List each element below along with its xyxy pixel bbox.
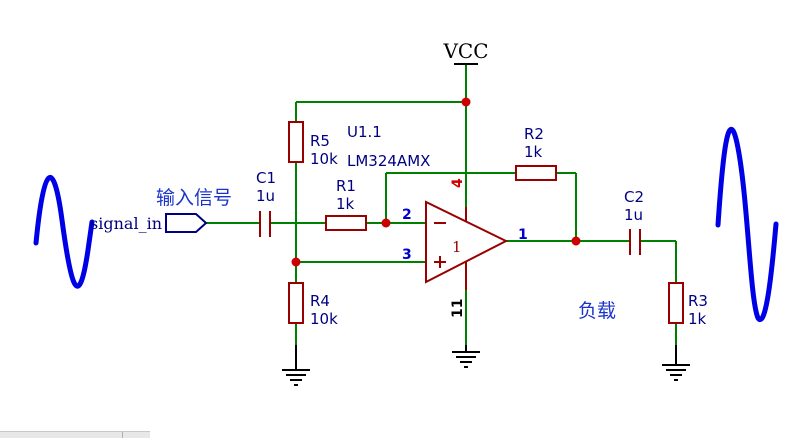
wires xyxy=(206,64,677,345)
junctions xyxy=(291,97,581,267)
input-signal-annotation: 输入信号 xyxy=(156,187,232,209)
r3-value: 1k xyxy=(688,310,707,328)
pin-11-label: 11 xyxy=(450,299,466,318)
capacitor-c2 xyxy=(629,229,641,255)
capacitor-c1 xyxy=(259,211,271,237)
status-strip xyxy=(0,431,150,438)
ground-icon xyxy=(662,345,690,381)
r1-ref: R1 xyxy=(336,177,356,195)
ground-symbols xyxy=(282,345,690,386)
vcc-label: VCC xyxy=(442,39,488,63)
c2-ref: C2 xyxy=(624,188,644,206)
r2-value: 1k xyxy=(524,143,543,161)
load-annotation: 负载 xyxy=(578,300,616,322)
u1-ref: U1.1 xyxy=(347,123,382,141)
r2-ref: R2 xyxy=(524,125,544,143)
r3-ref: R3 xyxy=(688,292,708,310)
opamp-part-number: 1 xyxy=(452,238,462,256)
resistor-r3 xyxy=(668,282,684,324)
u1-value: LM324AMX xyxy=(347,152,430,170)
resistor-r1 xyxy=(325,215,367,231)
junction-dot xyxy=(291,257,301,267)
r1-value: 1k xyxy=(336,195,355,213)
r5-ref: R5 xyxy=(310,132,330,150)
opamp-u1: 1 xyxy=(425,200,509,290)
junction-dot xyxy=(461,97,471,107)
input-sine-wave xyxy=(33,175,95,289)
status-divider xyxy=(122,432,123,438)
ground-icon xyxy=(452,345,480,368)
r5-value: 10k xyxy=(310,150,338,168)
c1-ref: C1 xyxy=(256,169,276,187)
pin-2-label: 2 xyxy=(402,207,412,223)
r4-value: 10k xyxy=(310,310,338,328)
resistor-r2 xyxy=(515,165,557,181)
output-sine-wave xyxy=(715,127,779,323)
c1-value: 1u xyxy=(256,187,275,205)
junction-dot xyxy=(381,218,391,228)
pin-1-label: 1 xyxy=(518,227,528,243)
pin-4-label: 4 xyxy=(450,178,466,188)
input-port-flag xyxy=(165,213,208,233)
ground-icon xyxy=(282,345,310,386)
resistor-r5 xyxy=(288,121,304,163)
input-port-label: signal_in xyxy=(90,214,162,233)
junction-dot xyxy=(571,236,581,246)
r4-ref: R4 xyxy=(310,292,330,310)
pin-3-label: 3 xyxy=(402,247,412,263)
resistor-r4 xyxy=(288,282,304,324)
c2-value: 1u xyxy=(624,206,643,224)
